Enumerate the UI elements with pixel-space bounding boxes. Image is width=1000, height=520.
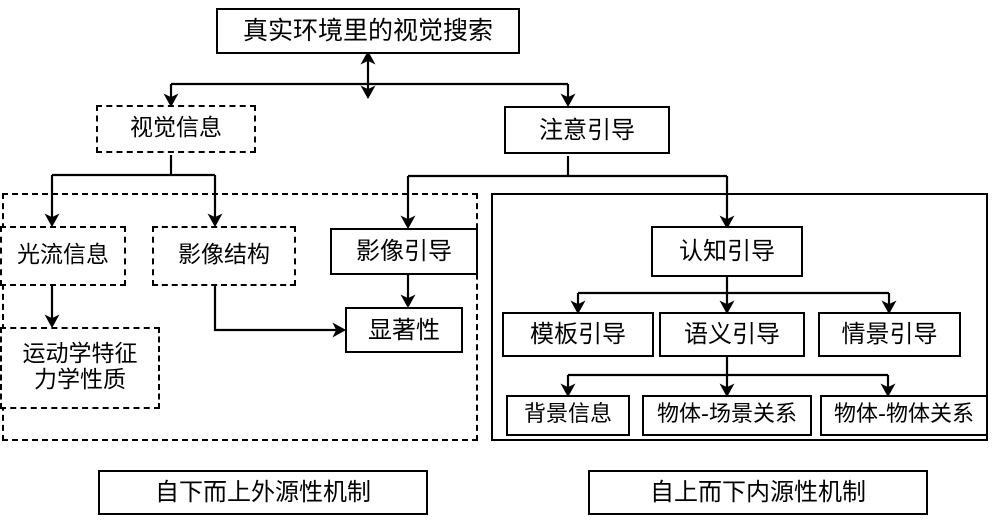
legend-top-down[interactable]: 自上而下内源性机制	[588, 470, 928, 515]
node-root-visual-search[interactable]: 真实环境里的视觉搜索	[216, 8, 520, 54]
node-kinematics-dynamics[interactable]: 运动学特征 力学性质	[0, 327, 160, 409]
node-image-structure[interactable]: 影像结构	[152, 226, 296, 286]
node-object-object-relation[interactable]: 物体-物体关系	[820, 395, 988, 436]
node-cognitive-guidance[interactable]: 认知引导	[651, 226, 803, 277]
node-attention-guidance[interactable]: 注意引导	[504, 106, 670, 154]
node-semantic-guidance[interactable]: 语义引导	[659, 312, 805, 357]
node-saliency[interactable]: 显著性	[345, 307, 463, 353]
node-image-guidance[interactable]: 影像引导	[330, 228, 478, 275]
top-down-region	[491, 193, 988, 441]
node-optical-flow[interactable]: 光流信息	[0, 226, 126, 286]
bottom-up-region	[2, 193, 478, 441]
node-visual-info[interactable]: 视觉信息	[96, 105, 256, 153]
node-template-guidance[interactable]: 模板引导	[502, 312, 654, 357]
node-object-scene-relation[interactable]: 物体-场景关系	[642, 395, 812, 436]
legend-bottom-up[interactable]: 自下而上外源性机制	[98, 470, 428, 515]
node-background-info[interactable]: 背景信息	[506, 395, 630, 436]
node-scene-guidance[interactable]: 情景引导	[818, 312, 961, 357]
